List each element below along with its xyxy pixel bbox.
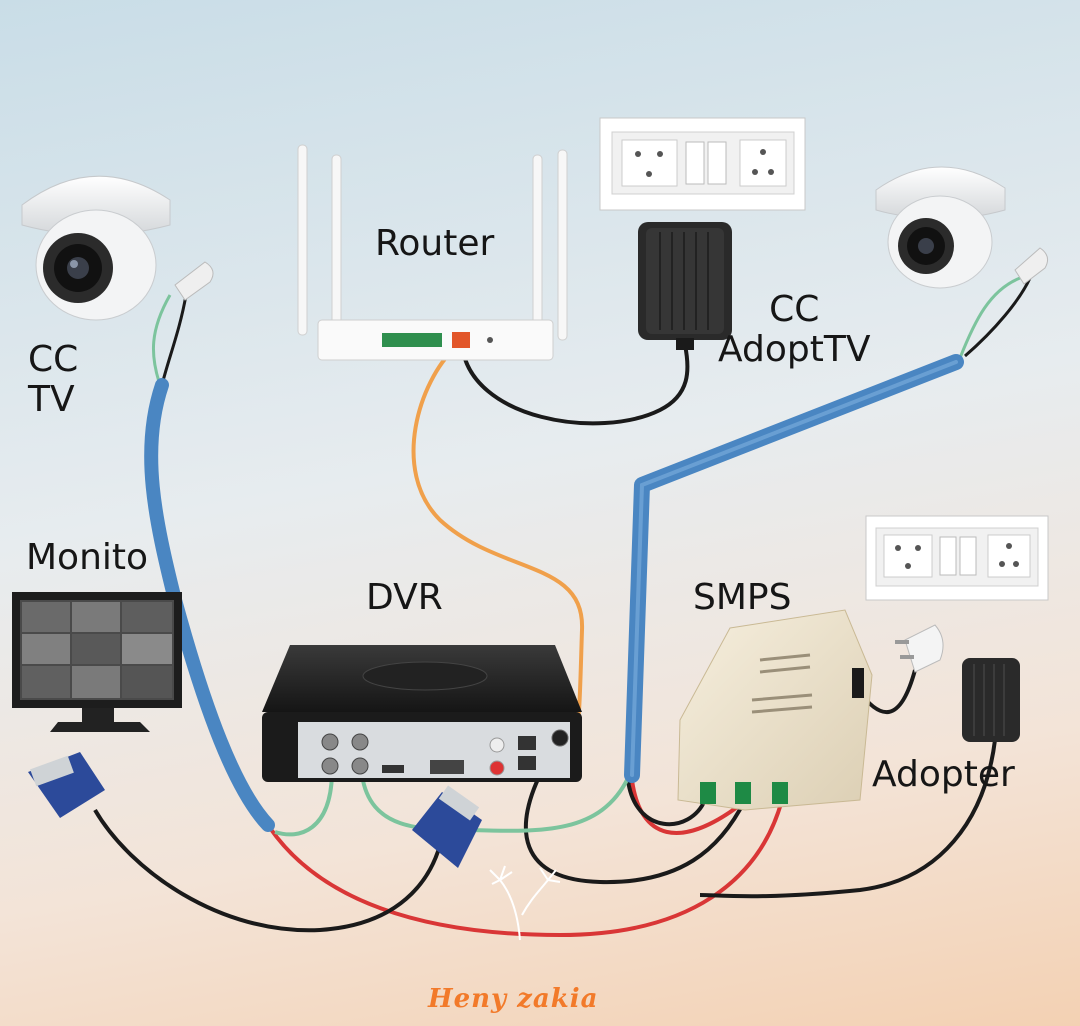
- camera-lead-right-black: [964, 277, 1032, 358]
- camera-lead-left-black: [160, 294, 188, 386]
- vga-cable: [93, 808, 442, 933]
- router-power-wire: [460, 344, 690, 426]
- vga-plug-icon: [412, 785, 482, 868]
- adapter-label: Adopter: [872, 754, 1015, 795]
- dome-camera-icon: [21, 175, 214, 321]
- dvr-power-wire: [523, 764, 747, 885]
- wall-socket-icon: [865, 515, 1049, 601]
- wall-socket-icon: [599, 117, 806, 211]
- video-wire-left: [274, 774, 334, 837]
- ethernet-cable: [411, 346, 585, 741]
- camera-left-label: CC TV: [28, 339, 79, 421]
- black-wire-smps: [626, 779, 707, 827]
- monitor-icon: [12, 592, 182, 732]
- dome-camera-icon: [875, 166, 1049, 289]
- power-adapter-icon: [638, 222, 732, 350]
- adapter-output-wire: [699, 739, 997, 899]
- camera-right-label: CC AdoptTV: [718, 289, 871, 371]
- camera-lead-right: [958, 276, 1021, 359]
- dvr-label: DVR: [366, 577, 443, 618]
- red-power-wire: [268, 799, 784, 938]
- dvr-box-icon: [262, 645, 582, 782]
- smps-label: SMPS: [693, 577, 792, 618]
- power-adapter-icon: [962, 658, 1020, 742]
- red-power-wire-short: [630, 779, 742, 835]
- wifi-router-icon: [297, 144, 568, 361]
- video-wire-right: [360, 774, 630, 833]
- mains-plug-icon: [895, 624, 944, 673]
- vga-plug-icon: [28, 752, 105, 818]
- router-label: Router: [375, 223, 495, 264]
- camera-lead-left: [151, 294, 172, 386]
- author-signature: Heny zakia: [428, 984, 599, 1014]
- dandelion-icon: [489, 865, 561, 941]
- smps-box-icon: [677, 609, 873, 811]
- monitor-label: Monito: [26, 537, 149, 578]
